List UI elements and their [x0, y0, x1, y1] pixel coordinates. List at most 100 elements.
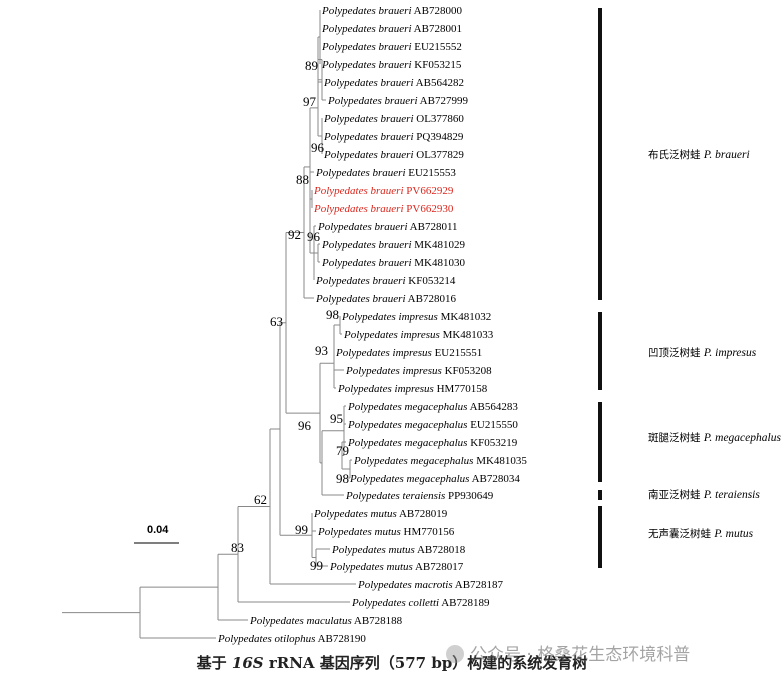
- taxon-label: Polypedates braueri KF053215: [321, 59, 462, 71]
- taxon-accession: AB728001: [412, 23, 462, 35]
- clade-chinese-name: 无声囊泛树蛙: [648, 527, 714, 540]
- bootstrap-value: 88: [296, 172, 309, 187]
- clade-chinese-name: 布氏泛树蛙: [648, 148, 704, 161]
- taxon-accession: PP930649: [445, 490, 493, 502]
- clade-label: 南亚泛树蛙 P. teraiensis: [648, 488, 760, 501]
- taxon-label: Polypedates braueri KF053214: [315, 275, 456, 287]
- taxon-label: Polypedates braueri EU215552: [321, 41, 462, 53]
- taxon-species: Polypedates macrotis: [357, 579, 453, 591]
- taxon-accession: MK481030: [412, 257, 466, 269]
- taxon-accession: PV662930: [404, 203, 454, 215]
- caption-prefix: 基于: [196, 654, 232, 672]
- taxon-accession: MK481029: [412, 239, 466, 251]
- taxon-label: Polypedates braueri OL377829: [323, 149, 464, 161]
- taxon-label: Polypedates teraiensis PP930649: [345, 490, 494, 502]
- taxon-species: Polypedates braueri: [323, 77, 414, 89]
- taxon-label: Polypedates megacephalus EU215550: [347, 419, 518, 431]
- taxon-label: Polypedates braueri OL377860: [323, 113, 464, 125]
- taxon-species: Polypedates impresus: [345, 365, 442, 377]
- clade-label: 斑腿泛树蛙 P. megacephalus: [648, 431, 781, 444]
- bootstrap-value: 95: [330, 411, 343, 426]
- taxon-accession: KF053208: [442, 365, 492, 377]
- taxon-species: Polypedates impresus: [343, 329, 440, 341]
- watermark-text: 公众号 · 格桑花生态环境科普: [470, 645, 691, 665]
- taxon-label: Polypedates impresus MK481033: [343, 329, 494, 341]
- bootstrap-value: 79: [336, 443, 349, 458]
- scale-bar-label: 0.04: [147, 524, 169, 536]
- bootstrap-value: 99: [310, 558, 323, 573]
- scale-bar: 0.04: [134, 524, 179, 544]
- bootstrap-value: 97: [303, 94, 317, 109]
- taxon-accession: AB728019: [397, 508, 448, 520]
- taxon-accession: EU215550: [467, 419, 518, 431]
- taxon-species: Polypedates megacephalus: [349, 473, 469, 485]
- taxon-label: Polypedates megacephalus AB728034: [349, 473, 520, 485]
- taxon-species: Polypedates mutus: [313, 508, 397, 520]
- taxon-species: Polypedates braueri: [323, 113, 414, 125]
- taxon-accession: PV662929: [404, 185, 454, 197]
- taxon-accession: EU215553: [406, 167, 457, 179]
- bootstrap-value: 98: [326, 307, 339, 322]
- taxon-species: Polypedates mutus: [329, 561, 413, 573]
- taxon-label: Polypedates otilophus AB728190: [217, 633, 366, 645]
- taxon-species: Polypedates braueri: [315, 275, 406, 287]
- clade-latin-name: P. braueri: [703, 149, 750, 161]
- taxon-label: Polypedates colletti AB728189: [351, 597, 490, 609]
- taxon-label: Polypedates braueri AB564282: [323, 77, 464, 89]
- taxon-species: Polypedates colletti: [351, 597, 439, 609]
- taxon-species: Polypedates braueri: [321, 23, 412, 35]
- taxon-species: Polypedates mutus: [331, 544, 415, 556]
- taxon-accession: AB728034: [469, 473, 520, 485]
- taxon-label: Polypedates megacephalus MK481035: [353, 455, 527, 467]
- taxon-species: Polypedates braueri: [313, 185, 404, 197]
- taxon-label: Polypedates braueri AB727999: [327, 95, 468, 107]
- taxon-label: Polypedates megacephalus AB564283: [347, 401, 518, 413]
- figure-caption: 基于 16S rRNA 基因序列（577 bp）构建的系统发育树: [0, 652, 784, 673]
- clade-latin-name: P. mutus: [713, 528, 753, 540]
- taxon-label: Polypedates mutus AB728018: [331, 544, 466, 556]
- taxon-species: Polypedates megacephalus: [353, 455, 473, 467]
- taxon-species: Polypedates maculatus: [249, 615, 352, 627]
- taxon-accession: AB564282: [414, 77, 464, 89]
- taxon-species: Polypedates braueri: [321, 257, 412, 269]
- taxon-species: Polypedates megacephalus: [347, 437, 467, 449]
- taxon-accession: AB728188: [352, 615, 403, 627]
- bootstrap-value: 96: [298, 418, 312, 433]
- taxon-label: Polypedates mutus AB728017: [329, 561, 464, 573]
- taxon-accession: AB728016: [406, 293, 457, 305]
- taxon-label: Polypedates braueri AB728000: [321, 5, 462, 17]
- taxon-accession: AB727999: [418, 95, 469, 107]
- taxon-species: Polypedates braueri: [321, 41, 412, 53]
- taxon-accession: AB728017: [413, 561, 464, 573]
- taxon-label: Polypedates braueri AB728016: [315, 293, 456, 305]
- taxon-species: Polypedates braueri: [321, 5, 412, 17]
- taxon-accession: AB728187: [453, 579, 504, 591]
- taxon-accession: OL377829: [414, 149, 465, 161]
- taxon-accession: MK481033: [440, 329, 494, 341]
- taxon-species: Polypedates braueri: [321, 239, 412, 251]
- taxon-species: Polypedates impresus: [335, 347, 432, 359]
- bootstrap-value: 63: [270, 314, 283, 329]
- taxon-species: Polypedates braueri: [317, 221, 408, 233]
- taxon-species: Polypedates braueri: [323, 149, 414, 161]
- taxon-species: Polypedates teraiensis: [345, 490, 445, 502]
- taxon-accession: AB728000: [412, 5, 463, 17]
- bootstrap-value: 89: [305, 58, 318, 73]
- clade-latin-name: P. impresus: [703, 347, 757, 359]
- taxon-label: Polypedates impresus EU215551: [335, 347, 482, 359]
- taxon-label: Polypedates mutus AB728019: [313, 508, 448, 520]
- taxon-accession: AB564283: [467, 401, 518, 413]
- taxon-accession: MK481032: [438, 311, 491, 323]
- phylogenetic-tree: Polypedates braueri AB728000Polypedates …: [62, 5, 781, 645]
- taxon-label: Polypedates braueri MK481030: [321, 257, 465, 269]
- clade-label: 无声囊泛树蛙 P. mutus: [648, 527, 754, 540]
- wechat-icon: [446, 645, 464, 663]
- taxon-species: Polypedates braueri: [315, 167, 406, 179]
- taxon-label: Polypedates braueri AB728011: [317, 221, 458, 233]
- clade-chinese-name: 南亚泛树蛙: [648, 488, 704, 501]
- taxon-label: Polypedates macrotis AB728187: [357, 579, 504, 591]
- caption-gene: 16S: [231, 654, 264, 672]
- taxon-accession: PQ394829: [414, 131, 464, 143]
- taxon-species: Polypedates megacephalus: [347, 401, 467, 413]
- taxon-label: Polypedates braueri EU215553: [315, 167, 456, 179]
